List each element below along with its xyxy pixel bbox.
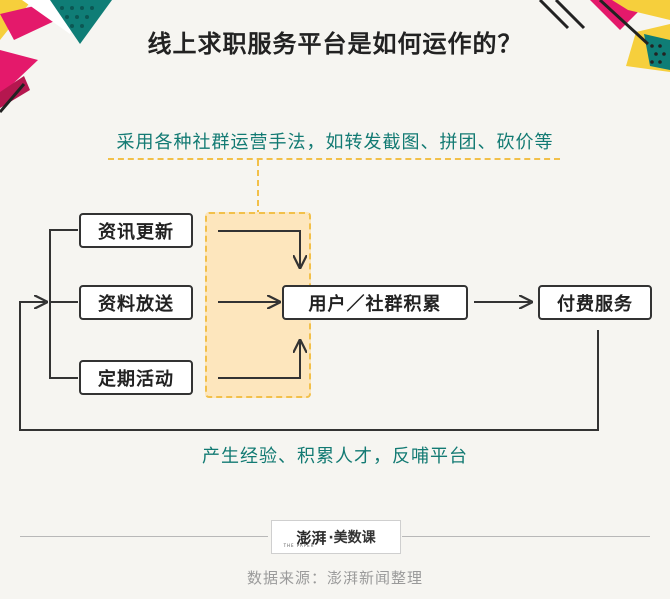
source-node-1: 资讯更新 xyxy=(79,213,193,248)
feedback-note: 产生经验、积累人才，反哺平台 xyxy=(202,446,468,467)
corner-decoration xyxy=(0,0,670,113)
source-node-2: 资料放送 xyxy=(79,285,193,320)
source-node-3: 定期活动 xyxy=(79,360,193,395)
center-node: 用户／社群积累 xyxy=(282,285,468,320)
page-title: 线上求职服务平台是如何运作的？ xyxy=(147,30,523,58)
method-note: 采用各种社群运营手法，如转发截图、拼团、砍价等 xyxy=(116,132,554,153)
final-node: 付费服务 xyxy=(538,285,652,320)
logo-name-text: 美数课 xyxy=(333,530,376,546)
publisher-logo: 澎湃 ·美数课 xyxy=(271,520,401,554)
method-dashed-line xyxy=(108,158,560,160)
source-line: 数据来源：澎湃新闻整理 xyxy=(246,569,423,587)
logo-name: ·美数课 xyxy=(328,530,376,546)
divider-left xyxy=(20,536,268,537)
logo-subtext: THE PAPER xyxy=(283,543,315,548)
logo-script: 澎湃 xyxy=(296,528,327,547)
divider-right xyxy=(402,536,650,537)
